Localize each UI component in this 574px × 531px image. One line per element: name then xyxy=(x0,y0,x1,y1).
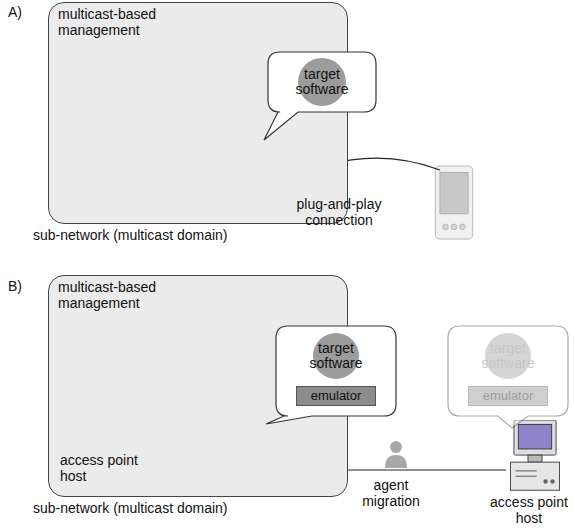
emulator-box: emulator xyxy=(468,386,548,406)
bubble-shape xyxy=(448,326,568,428)
bubble-title: target software xyxy=(466,341,550,372)
annotation-label: multicast-based management xyxy=(58,279,188,311)
annotation-label: plug-and-play connection xyxy=(283,196,395,228)
bubble-shape xyxy=(264,52,376,140)
emulator-label: emulator xyxy=(483,389,534,403)
annotation-label: multicast-based management xyxy=(58,6,188,38)
bubble-title: target software xyxy=(294,341,378,372)
region-caption: sub-network (multicast domain) xyxy=(33,228,228,243)
emulator-label: emulator xyxy=(311,389,362,403)
panel-b-devices-part xyxy=(385,441,407,468)
annotation-label: access point host xyxy=(486,494,572,526)
region-caption: sub-network (multicast domain) xyxy=(33,501,228,516)
panel-letter: A) xyxy=(8,4,22,20)
annotation-label: access point host xyxy=(60,452,155,484)
panel-letter: B) xyxy=(8,278,22,294)
annotation-label: agent migration xyxy=(355,477,427,509)
panel-a-devices-part xyxy=(435,166,473,239)
emulator-box: emulator xyxy=(296,386,376,406)
callout-bubble: target software xyxy=(268,52,376,112)
callout-bubble: emulator target software xyxy=(276,326,396,416)
bubble-shape xyxy=(266,326,396,424)
panel-b-devices-part xyxy=(510,420,559,490)
bubble-title: target software xyxy=(280,67,364,98)
callout-bubble: emulator target software xyxy=(448,326,568,416)
